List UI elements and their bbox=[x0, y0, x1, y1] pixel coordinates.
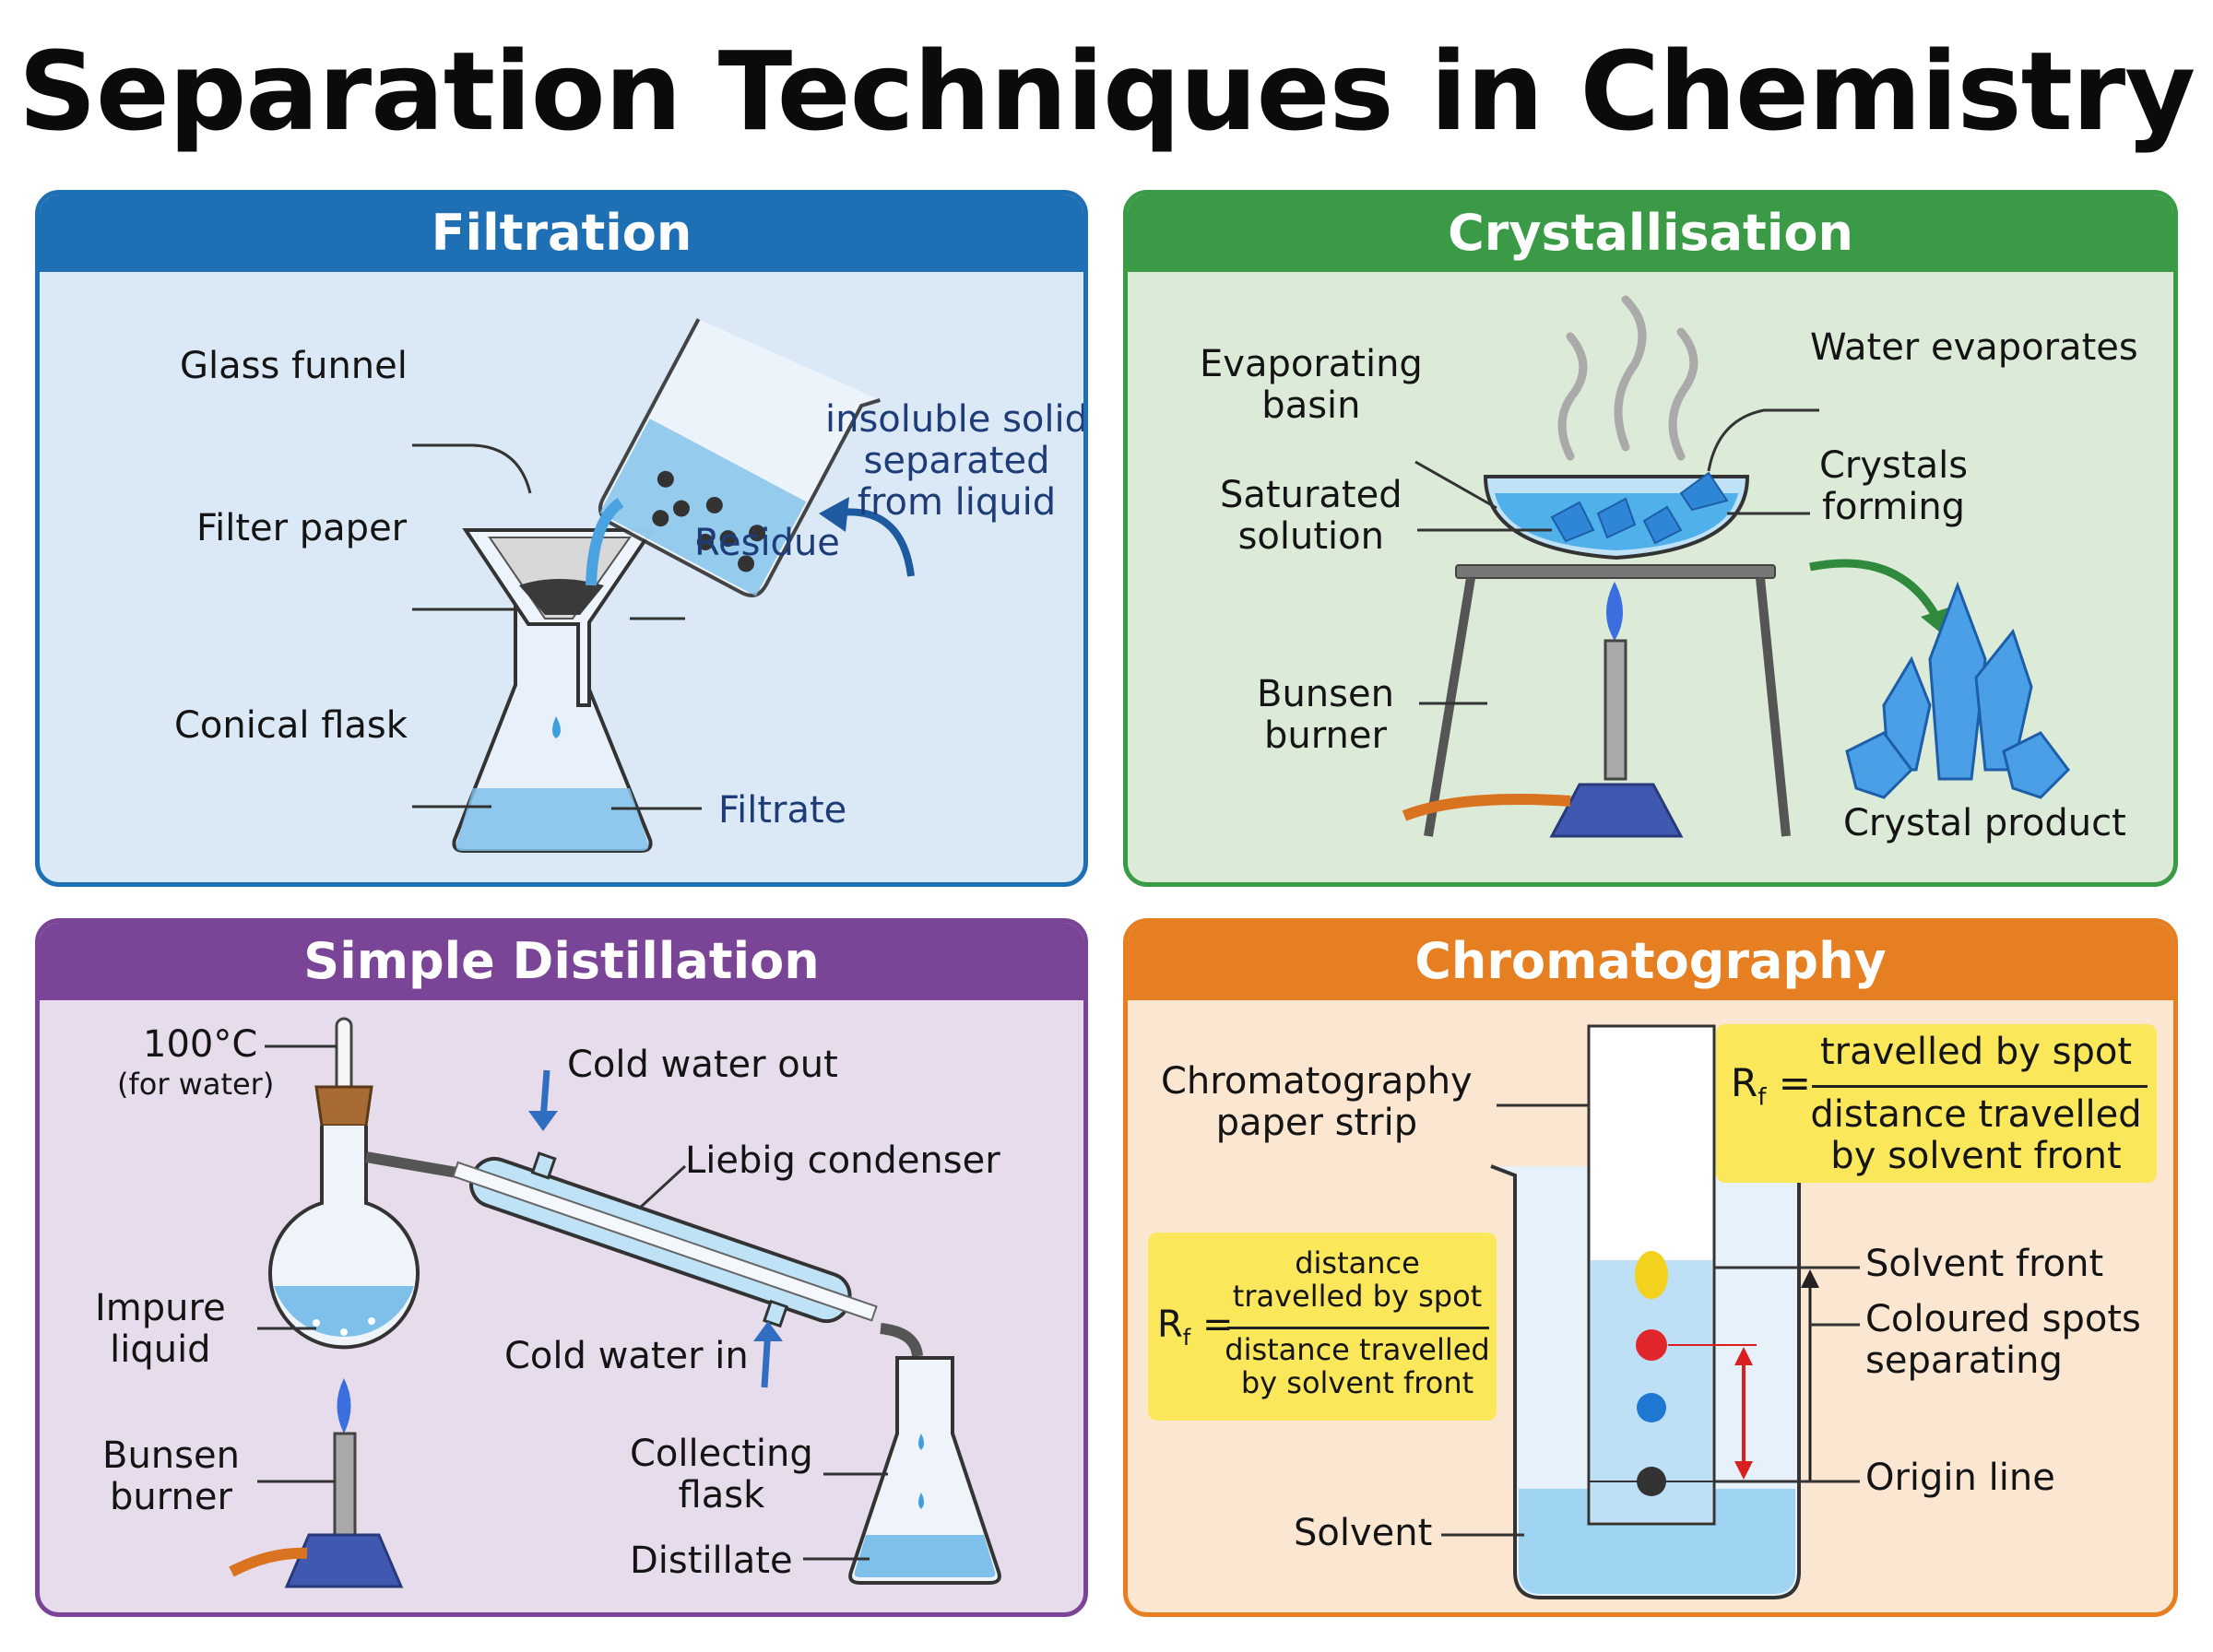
saturated-solution-label: Saturated solution bbox=[1220, 475, 1402, 558]
solution-line-1: Saturated bbox=[1220, 474, 1402, 516]
filtrate-label: Filtrate bbox=[718, 789, 847, 832]
crystals-forming-label: Crystals forming bbox=[1819, 445, 1968, 528]
filtration-panel: Filtration Glass funnel Filter paper C bbox=[35, 190, 1088, 887]
bunsen-burner-label-2: Bunsen burner bbox=[102, 1435, 240, 1518]
rf-fraction-bar-left bbox=[1227, 1327, 1489, 1329]
rf-numerator-right: travelled by spot bbox=[1819, 1031, 2133, 1073]
crystals-line-1: Crystals bbox=[1819, 444, 1969, 487]
rf-den-l-1: distance travelled bbox=[1225, 1332, 1490, 1367]
distillation-panel: Simple Distillation bbox=[35, 918, 1088, 1617]
crystallisation-header: Crystallisation bbox=[1128, 195, 2173, 272]
impure-liquid-label: Impure liquid bbox=[95, 1288, 226, 1371]
impure-line-1: Impure bbox=[95, 1287, 226, 1329]
rf-numerator-left: distance travelled by spot bbox=[1224, 1245, 1491, 1314]
solvent-label: Solvent bbox=[1294, 1512, 1433, 1554]
filter-paper-label: Filter paper bbox=[196, 507, 408, 549]
burner-line-1: Bunsen bbox=[1257, 673, 1394, 715]
crystal-product-label: Crystal product bbox=[1843, 802, 2126, 844]
chromatography-panel: Chromatography Rf = travelled by spot di… bbox=[1123, 918, 2178, 1617]
solvent-front-label: Solvent front bbox=[1865, 1243, 2104, 1285]
cold-water-in-label: Cold water in bbox=[504, 1335, 749, 1377]
distillation-diagram bbox=[229, 1017, 1001, 1588]
coloured-spots-label: Coloured spots separating bbox=[1865, 1299, 2141, 1382]
origin-line-label: Origin line bbox=[1865, 1457, 2055, 1499]
collect-line-2: flask bbox=[678, 1473, 765, 1516]
strip-line-1: Chromatography bbox=[1161, 1060, 1473, 1103]
evaporating-basin-label: Evaporating basin bbox=[1200, 344, 1423, 427]
rf-formula-box-right bbox=[1716, 1024, 2157, 1183]
rf-r: R bbox=[1731, 1060, 1758, 1105]
note-line-1: insoluble solid bbox=[825, 398, 1088, 441]
rf-den-r-1: distance travelled bbox=[1810, 1093, 2142, 1136]
rf-symbol-right: Rf = bbox=[1731, 1061, 1811, 1112]
distillation-header: Simple Distillation bbox=[40, 923, 1083, 1000]
filtration-note: insoluble solid separated from liquid bbox=[825, 398, 1088, 524]
rf-num-l-2: travelled by spot bbox=[1232, 1278, 1483, 1314]
rf-eq: = bbox=[1778, 1060, 1811, 1105]
solution-line-2: solution bbox=[1237, 514, 1384, 558]
rf-sub-2: f bbox=[1182, 1325, 1191, 1351]
rf-denominator-right: distance travelled by solvent front bbox=[1810, 1094, 2142, 1177]
rf-den-r-2: by solvent front bbox=[1830, 1134, 2122, 1177]
rf-symbol-left: Rf = bbox=[1157, 1304, 1233, 1351]
impure-line-2: liquid bbox=[110, 1328, 211, 1371]
basin-line-1: Evaporating bbox=[1200, 343, 1423, 385]
rf-num-l-1: distance bbox=[1295, 1245, 1420, 1280]
spots-line-1: Coloured spots bbox=[1865, 1298, 2141, 1340]
burner-line-2: burner bbox=[1264, 714, 1387, 757]
glass-funnel-label: Glass funnel bbox=[180, 345, 408, 387]
rf-sub: f bbox=[1757, 1083, 1767, 1112]
page-title: Separation Techniques in Chemistry bbox=[18, 28, 2195, 155]
crystallisation-diagram bbox=[1402, 295, 2070, 838]
chromatography-diagram bbox=[1441, 1024, 1860, 1599]
residue-label: Residue bbox=[694, 522, 840, 564]
cold-water-out-label: Cold water out bbox=[567, 1044, 838, 1086]
strip-line-2: paper strip bbox=[1215, 1101, 1418, 1144]
crystals-line-2: forming bbox=[1821, 485, 1966, 528]
rf-den-l-2: by solvent front bbox=[1240, 1364, 1474, 1400]
note-line-3: from liquid bbox=[857, 480, 1057, 524]
filtration-header: Filtration bbox=[40, 195, 1083, 272]
rf-r-2: R bbox=[1157, 1304, 1183, 1346]
collect-line-1: Collecting bbox=[630, 1433, 813, 1475]
basin-line-2: basin bbox=[1261, 384, 1361, 427]
spots-line-2: separating bbox=[1865, 1339, 2063, 1382]
bunsen-burner-label: Bunsen burner bbox=[1257, 674, 1394, 757]
crystallisation-panel: Crystallisation bbox=[1123, 190, 2178, 887]
rf-fraction-bar-right bbox=[1812, 1085, 2148, 1088]
burner2-line-1: Bunsen bbox=[102, 1434, 240, 1477]
temperature-note: (for water) bbox=[117, 1067, 275, 1102]
burner2-line-2: burner bbox=[110, 1475, 232, 1518]
distillate-label: Distillate bbox=[630, 1540, 793, 1582]
rf-denominator-left: distance travelled by solvent front bbox=[1224, 1332, 1491, 1400]
temperature-label: 100°C bbox=[143, 1023, 258, 1066]
rf-eq-2: = bbox=[1201, 1304, 1234, 1346]
water-evaporates-label: Water evaporates bbox=[1810, 326, 2138, 369]
conical-flask-label: Conical flask bbox=[174, 704, 408, 747]
note-line-2: separated bbox=[863, 439, 1050, 482]
collecting-flask-label: Collecting flask bbox=[630, 1434, 813, 1516]
paper-strip-label: Chromatography paper strip bbox=[1161, 1061, 1473, 1144]
chromatography-header: Chromatography bbox=[1128, 923, 2173, 1000]
liebig-condenser-label: Liebig condenser bbox=[685, 1139, 1000, 1182]
filtration-diagram bbox=[412, 318, 915, 853]
